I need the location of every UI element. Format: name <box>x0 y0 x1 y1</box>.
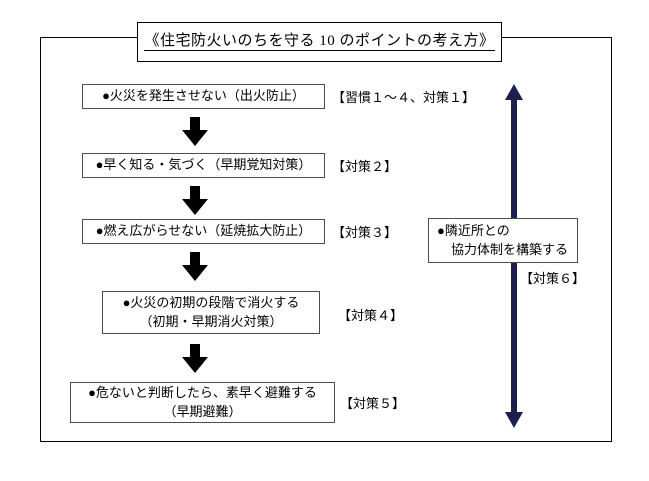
page-title: 《住宅防火いのちを守る 10 のポイントの考え方》 <box>144 33 495 52</box>
flow-box-line: ●早く知る・気づく（早期覚知対策） <box>95 157 312 173</box>
flow-box-line: ●火災を発生させない（出火防止） <box>102 88 305 104</box>
flow-box-neighborhood-cooperation: ●隣近所との 協力体制を構築する <box>428 218 578 263</box>
flow-box-line: （初期・早期消火対策） <box>139 313 283 329</box>
flow-box-line: ●火災の初期の段階で消火する <box>122 294 300 310</box>
flow-box-prevent-spread: ●燃え広がらせない（延焼拡大防止） <box>82 219 325 244</box>
flow-box-early-evacuation: ●危ないと判断したら、素早く避難する （早期避難） <box>70 382 335 423</box>
down-block-arrow-icon <box>180 186 210 216</box>
flow-box-line: 協力体制を構築する <box>451 241 569 257</box>
flow-label-early-evacuation: 【対策５】 <box>340 396 406 411</box>
flow-box-line: ●危ないと判断したら、素早く避難する <box>88 384 317 400</box>
flow-box-early-detection: ●早く知る・気づく（早期覚知対策） <box>82 153 325 178</box>
flow-label-initial-extinguish: 【対策４】 <box>338 308 404 323</box>
diagram-title-plate: 《住宅防火いのちを守る 10 のポイントの考え方》 <box>137 22 502 62</box>
flow-box-prevent-fire: ●火災を発生させない（出火防止） <box>82 84 325 109</box>
flow-box-initial-extinguish: ●火災の初期の段階で消火する （初期・早期消火対策） <box>102 291 320 334</box>
flow-box-line: ●隣近所との <box>437 222 510 238</box>
down-block-arrow-icon <box>180 252 210 282</box>
flow-label-prevent-fire: 【習慣１～４、対策１】 <box>332 90 476 105</box>
flow-box-line: ●燃え広がらせない（延焼拡大防止） <box>95 223 312 239</box>
flow-label-neighborhood-cooperation: 【対策６】 <box>518 268 588 287</box>
down-block-arrow-icon <box>180 344 210 374</box>
flow-box-line: （早期避難） <box>163 403 242 419</box>
flow-label-early-detection: 【対策２】 <box>332 159 398 174</box>
down-block-arrow-icon <box>180 117 210 147</box>
flow-label-prevent-spread: 【対策３】 <box>332 225 398 240</box>
